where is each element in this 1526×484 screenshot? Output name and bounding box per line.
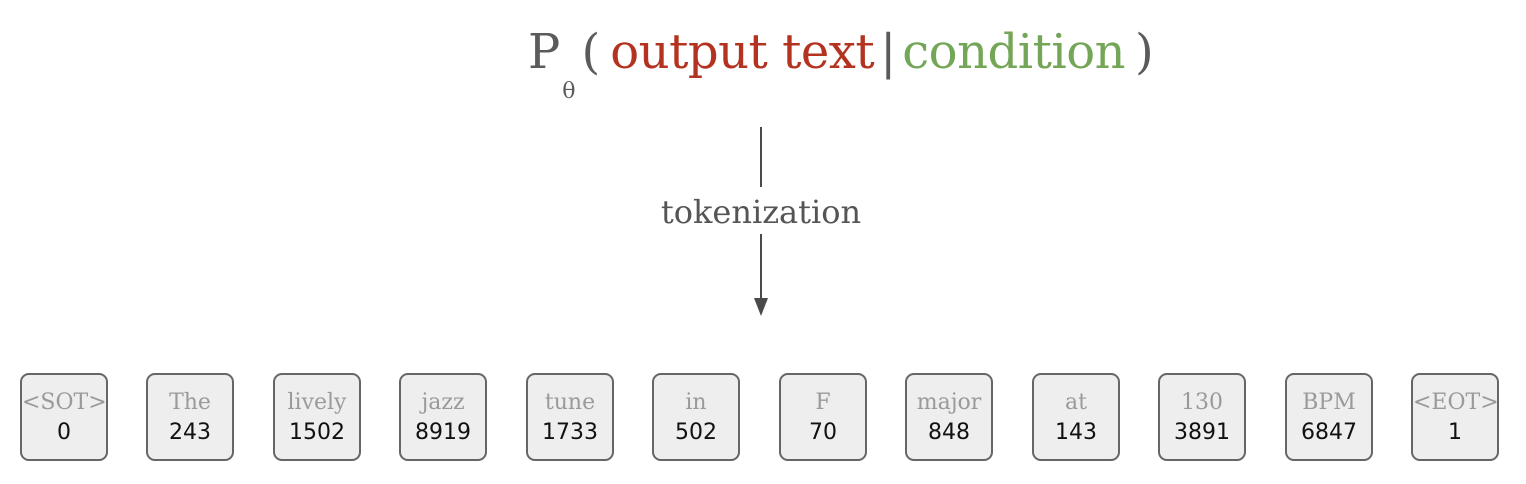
token-id: 1502 xyxy=(289,420,345,445)
token-id: 243 xyxy=(169,420,211,445)
probability-symbol: P xyxy=(528,24,561,80)
formula: Pθ(output text|condition) xyxy=(528,22,1154,104)
arrow-line-bottom xyxy=(760,234,762,304)
token-id: 502 xyxy=(675,420,717,445)
token-id: 1733 xyxy=(542,420,598,445)
token-word: F xyxy=(815,390,831,415)
token-box: <EOT> 1 xyxy=(1411,373,1499,461)
token-box: jazz 8919 xyxy=(399,373,487,461)
token-box: in 502 xyxy=(652,373,740,461)
token-word: <EOT> xyxy=(1413,390,1499,415)
token-box: major 848 xyxy=(905,373,993,461)
output-text-term: output text xyxy=(610,24,875,80)
token-id: 848 xyxy=(928,420,970,445)
token-box: at 143 xyxy=(1032,373,1120,461)
arrow-down-icon xyxy=(754,298,768,316)
token-word: jazz xyxy=(421,390,465,415)
condition-term: condition xyxy=(902,24,1126,80)
token-word: at xyxy=(1065,390,1087,415)
open-paren: ( xyxy=(581,24,601,80)
token-id: 3891 xyxy=(1174,420,1230,445)
token-word: major xyxy=(916,390,982,415)
token-box: BPM 6847 xyxy=(1285,373,1373,461)
token-box: tune 1733 xyxy=(526,373,614,461)
arrow-line-top xyxy=(760,127,762,187)
close-paren: ) xyxy=(1135,24,1154,80)
token-id: 6847 xyxy=(1301,420,1357,445)
token-sequence: <SOT> 0 The 243 lively 1502 jazz 8919 tu… xyxy=(20,373,1506,463)
token-word: lively xyxy=(287,390,347,415)
token-id: 0 xyxy=(57,420,71,445)
token-word: <SOT> xyxy=(22,390,107,415)
token-id: 70 xyxy=(809,420,837,445)
token-word: tune xyxy=(544,390,596,415)
token-word: in xyxy=(685,390,707,415)
tokenization-label: tokenization xyxy=(660,193,862,231)
theta-subscript: θ xyxy=(562,79,576,104)
token-word: 130 xyxy=(1181,390,1223,415)
token-box: 130 3891 xyxy=(1158,373,1246,461)
token-word: The xyxy=(169,390,211,415)
token-box: The 243 xyxy=(146,373,234,461)
token-box: <SOT> 0 xyxy=(20,373,108,461)
token-id: 143 xyxy=(1055,420,1097,445)
token-id: 8919 xyxy=(415,420,471,445)
token-box: lively 1502 xyxy=(273,373,361,461)
token-id: 1 xyxy=(1448,420,1462,445)
conditional-bar: | xyxy=(880,24,897,80)
token-word: BPM xyxy=(1302,390,1356,415)
token-box: F 70 xyxy=(779,373,867,461)
